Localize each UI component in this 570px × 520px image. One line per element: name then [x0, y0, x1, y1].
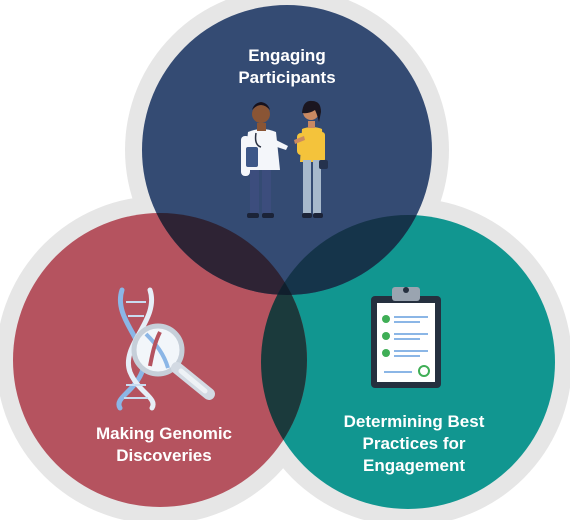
magnifier-icon	[131, 323, 215, 400]
label-top-line-2: Participants	[238, 68, 335, 87]
circle-top	[142, 5, 432, 295]
doctor-and-patient-icon	[241, 100, 328, 218]
label-top-line-1: Engaging	[248, 46, 325, 65]
label-right-line-1: Determining Best	[344, 412, 485, 431]
dna-magnifier-icon	[116, 287, 215, 411]
clipboard-clip	[392, 287, 420, 301]
patient-icon	[294, 100, 328, 218]
clipboard-checklist-icon	[371, 287, 441, 388]
label-left-line-1: Making Genomic	[96, 424, 232, 443]
checklist-item	[382, 332, 428, 340]
checklist-item	[382, 315, 428, 323]
label-right-line-2: Practices for	[363, 434, 466, 453]
checklist-item	[382, 349, 428, 357]
label-right-line-3: Engagement	[363, 456, 465, 475]
label-left-line-2: Discoveries	[116, 446, 211, 465]
doctor-icon	[241, 102, 288, 218]
clipboard-paper	[377, 303, 435, 382]
